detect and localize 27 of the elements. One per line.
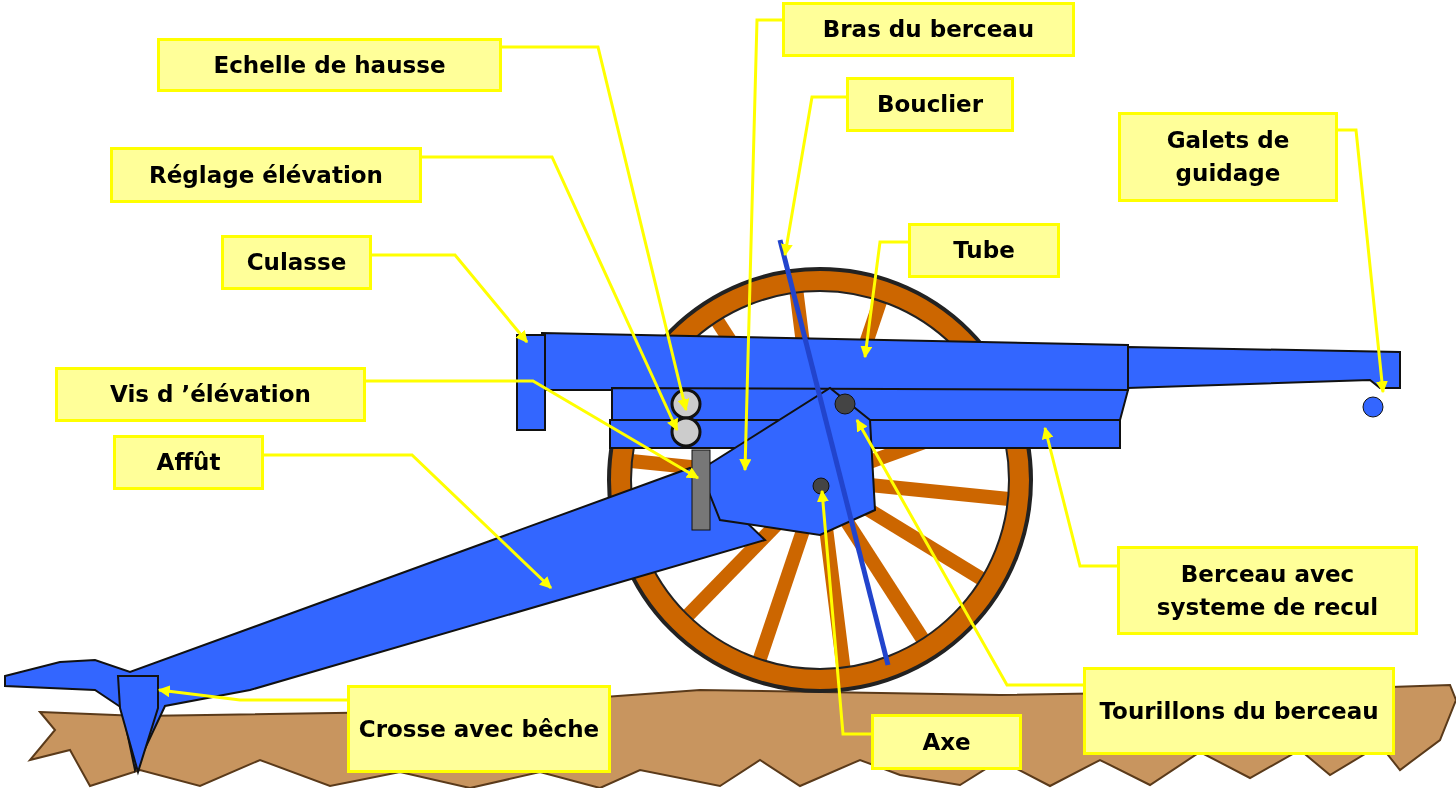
part-label: Crosse avec bêche [347, 685, 611, 773]
leader-line [860, 240, 908, 359]
leader-line [422, 155, 679, 432]
leader-line [157, 685, 347, 702]
part-label: Berceau avec systeme de recul [1117, 546, 1418, 635]
leader-line [739, 18, 782, 472]
part-label: Affût [113, 435, 264, 490]
part-label: Culasse [221, 235, 372, 290]
spade-drawing [116, 675, 159, 776]
part-label: Bras du berceau [782, 2, 1075, 57]
part-label: Tube [908, 223, 1060, 278]
part-label: Réglage élévation [110, 147, 422, 203]
part-label: Echelle de hausse [157, 38, 502, 92]
leader-line [372, 253, 529, 343]
part-label: Axe [871, 714, 1022, 770]
part-label: Bouclier [846, 77, 1014, 132]
leader-line [780, 95, 846, 257]
part-label: Galets de guidage [1118, 112, 1338, 202]
leader-line [264, 453, 553, 590]
leader-line [366, 379, 700, 480]
leader-line [1338, 128, 1388, 394]
leader-line [855, 418, 1083, 687]
leader-line [816, 489, 871, 736]
leader-line [502, 45, 690, 412]
part-label: Vis d ’élévation [55, 367, 366, 422]
part-label: Tourillons du berceau [1083, 667, 1395, 755]
leader-line [1041, 426, 1117, 568]
